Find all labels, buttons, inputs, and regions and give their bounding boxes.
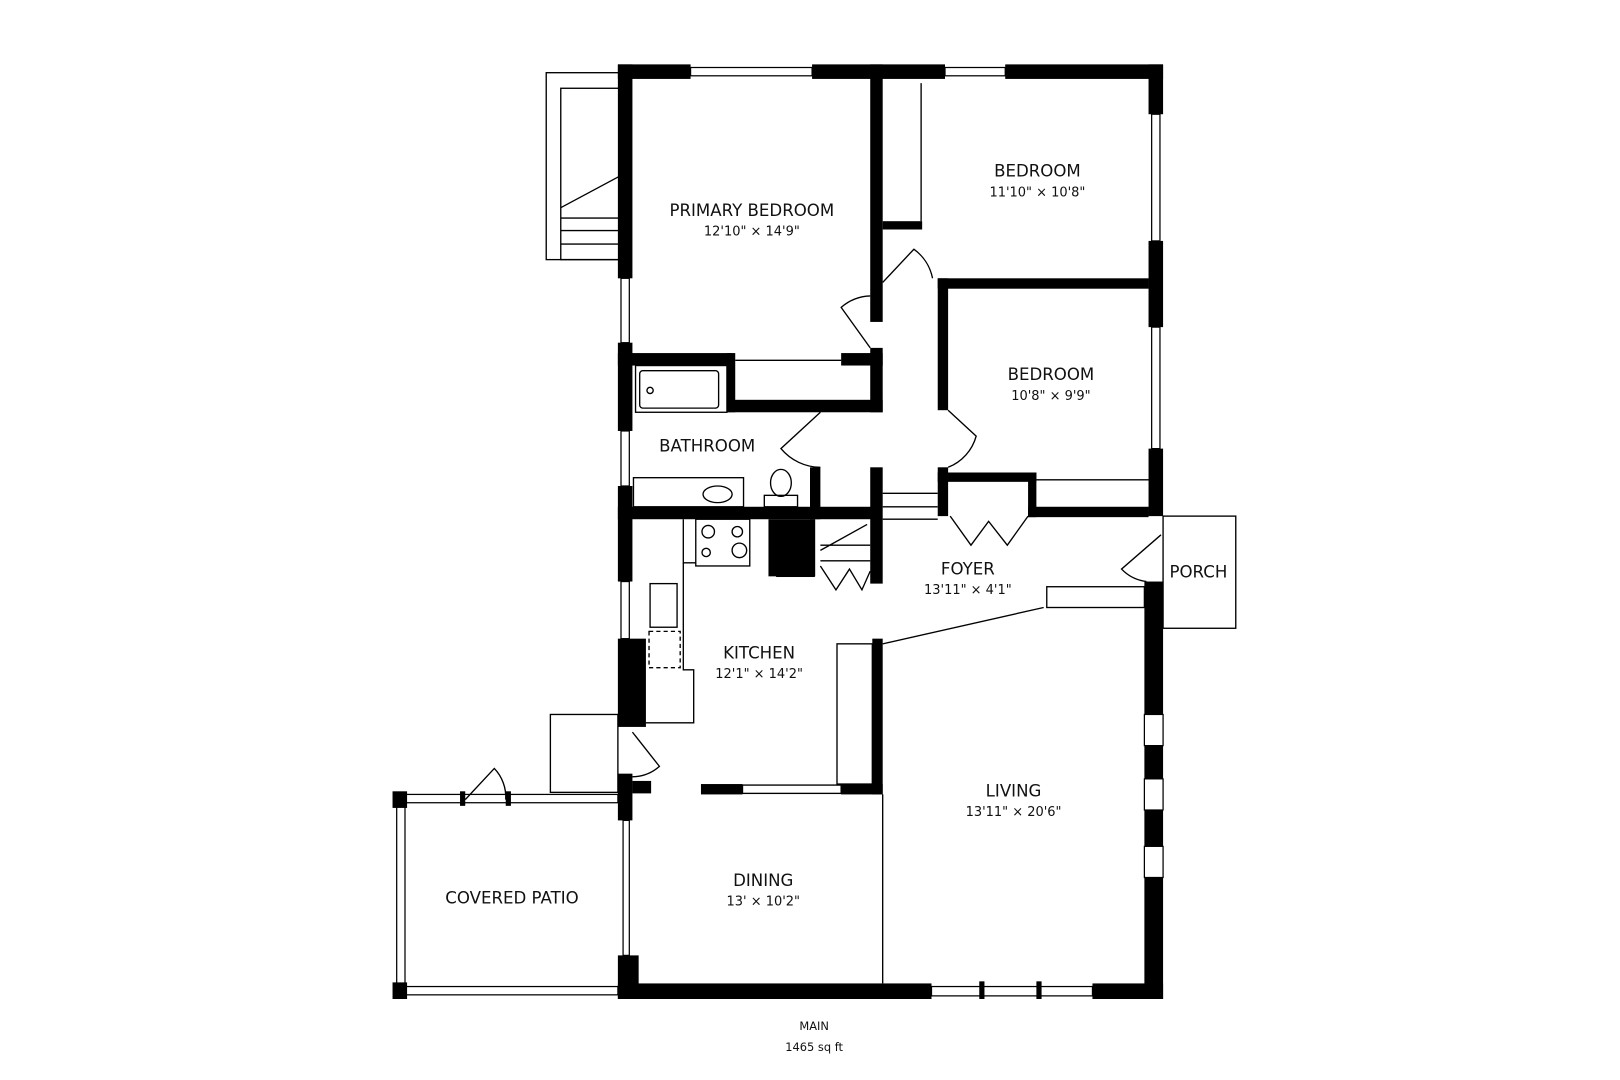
floor-area: 1465 sq ft: [785, 1040, 843, 1054]
room-dims-foyer: 13'11" × 4'1": [924, 583, 1012, 598]
exterior-stairs: [545, 72, 620, 261]
room-name-dining: DINING: [733, 871, 793, 890]
room-dims-primary-bedroom: 12'10" × 14'9": [704, 225, 800, 240]
room-name-bathroom: BATHROOM: [659, 437, 755, 456]
room-name-living: LIVING: [986, 782, 1042, 801]
room-name-porch: PORCH: [1169, 562, 1227, 581]
room-dims-bedroom-1: 11'10" × 10'8": [989, 185, 1085, 200]
room-dims-kitchen: 12'1" × 14'2": [715, 667, 803, 682]
room-name-bedroom-1: BEDROOM: [994, 162, 1081, 181]
room-dims-living: 13'11" × 20'6": [966, 805, 1062, 820]
room-name-foyer: FOYER: [941, 559, 995, 578]
floor-name: MAIN: [799, 1019, 829, 1033]
room-dims-bedroom-2: 10'8" × 9'9": [1011, 389, 1090, 404]
room-name-primary-bedroom: PRIMARY BEDROOM: [669, 201, 834, 220]
room-name-kitchen: KITCHEN: [723, 643, 795, 662]
fixtures: [464, 83, 1237, 984]
room-dims-dining: 13' × 10'2": [727, 895, 800, 910]
walls: [392, 64, 1164, 999]
room-name-bedroom-2: BEDROOM: [1008, 365, 1095, 384]
room-labels: PRIMARY BEDROOM 12'10" × 14'9" BEDROOM 1…: [445, 162, 1227, 1054]
room-name-covered-patio: COVERED PATIO: [445, 888, 578, 907]
